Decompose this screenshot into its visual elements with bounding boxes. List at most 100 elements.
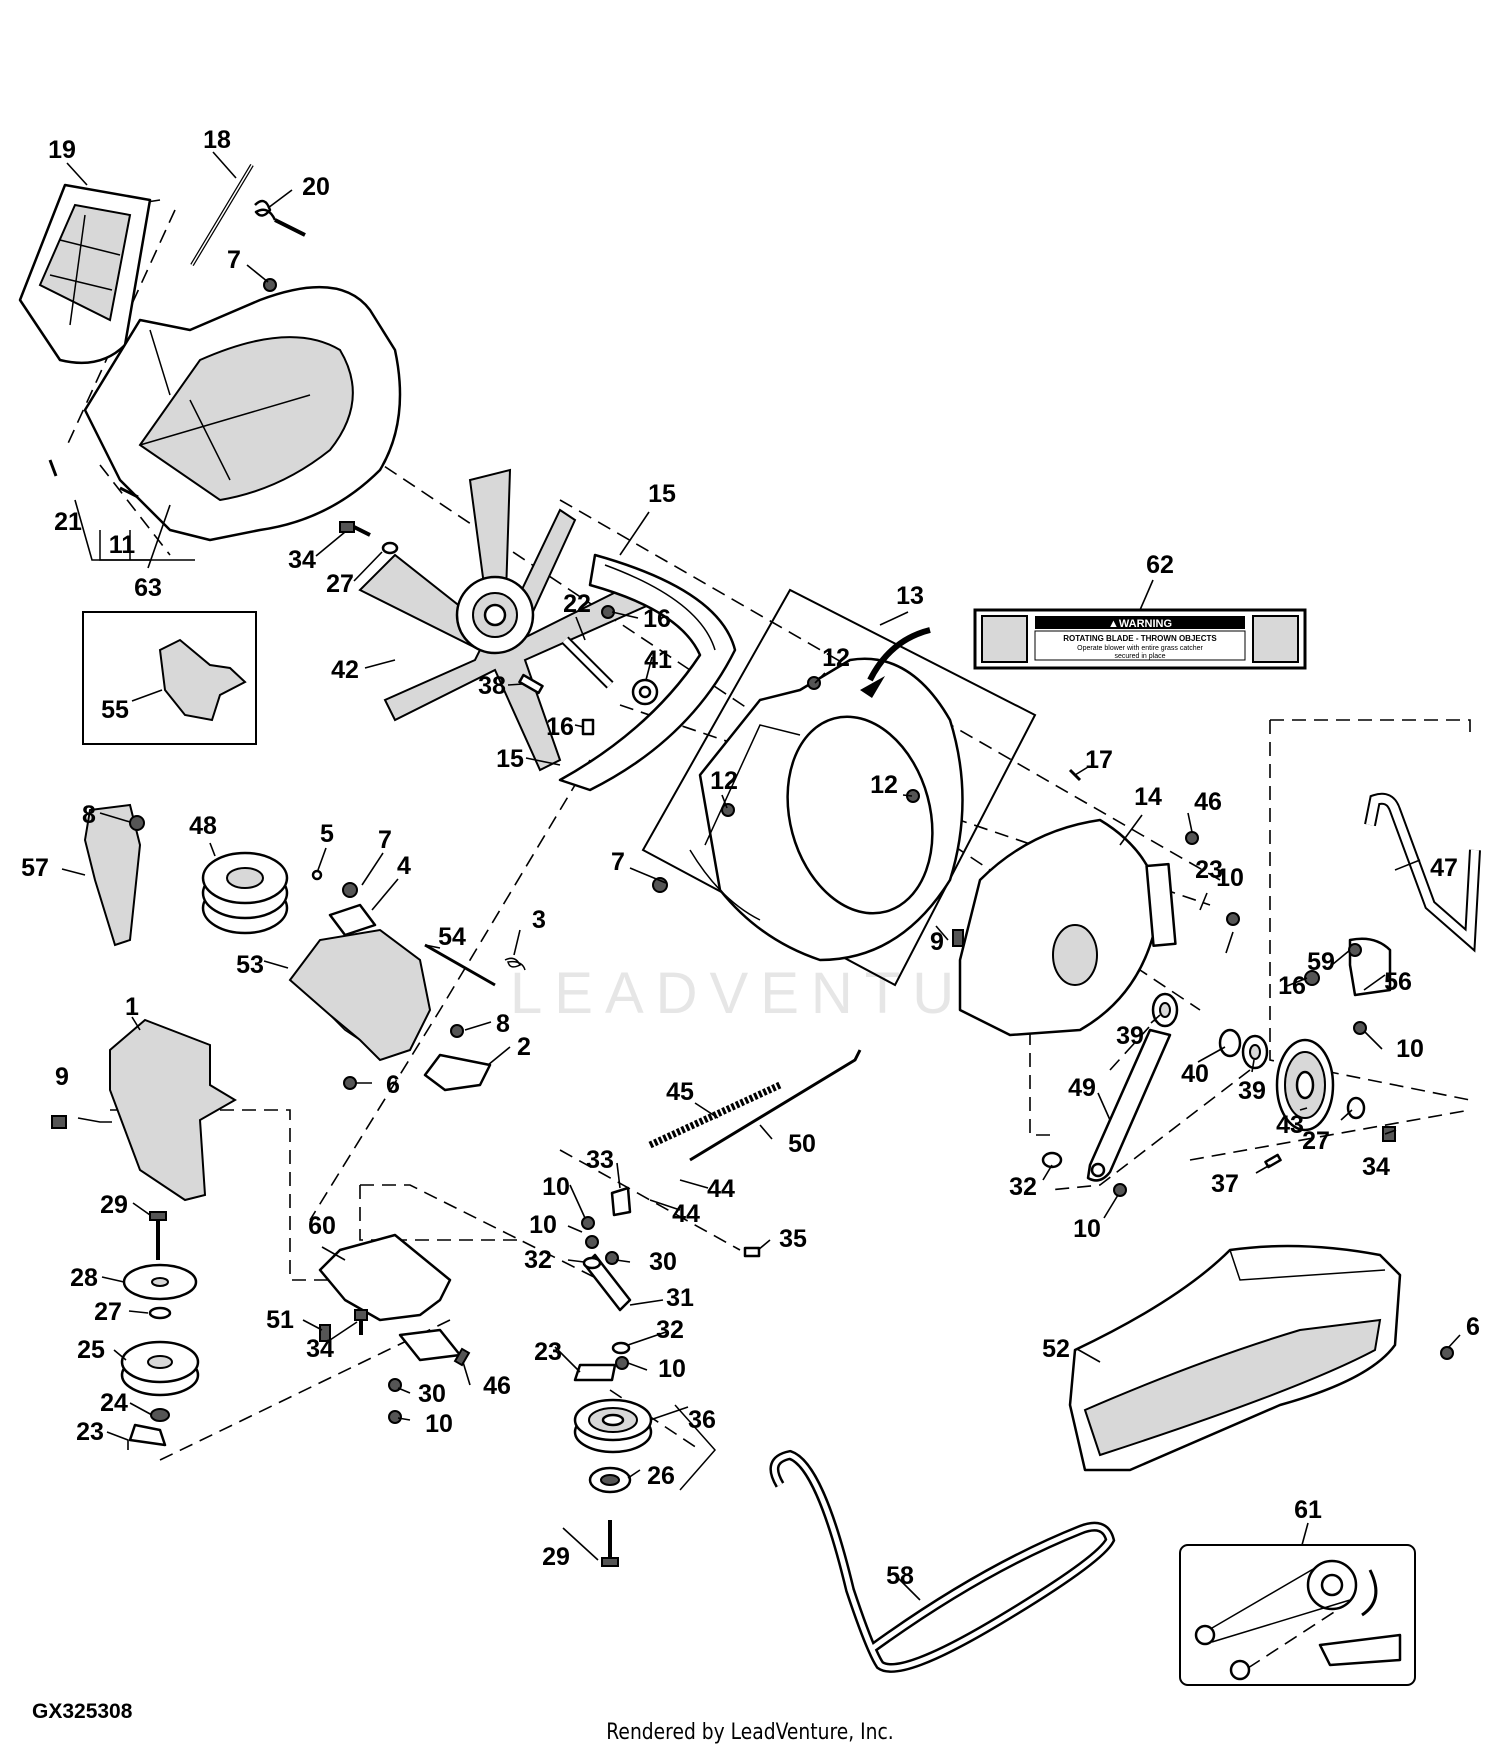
callout-52: 52	[1042, 1335, 1070, 1363]
part-22-shaft	[561, 636, 614, 689]
part-58-belt	[769, 1449, 1116, 1673]
part-40-washer	[1218, 1028, 1242, 1058]
callout-13: 13	[896, 582, 924, 610]
callout-14: 14	[1134, 783, 1162, 811]
washer-30-c	[605, 1251, 619, 1265]
part-62-warning-decal: ▲WARNING ROTATING BLADE - THROWN OBJECTS…	[973, 608, 1307, 670]
callout-16b: 16	[546, 713, 574, 741]
callout-26: 26	[647, 1462, 675, 1490]
part-15-band	[558, 553, 737, 792]
part-43-pulley	[1275, 1038, 1335, 1132]
callout-58: 58	[886, 1562, 914, 1590]
drawing-id: GX325308	[32, 1700, 133, 1723]
part-63-upper-housing	[83, 285, 402, 542]
callout-59: 59	[1307, 948, 1335, 976]
callout-10f: 10	[658, 1355, 686, 1383]
part-23-bracket-left	[128, 1423, 167, 1447]
bolt-51	[319, 1324, 331, 1342]
callout-48: 48	[189, 812, 217, 840]
pin-21	[48, 459, 58, 477]
bolt-34-top	[339, 521, 371, 537]
callout-32: 32	[1009, 1173, 1037, 1201]
nut-10-low	[388, 1410, 402, 1424]
callout-31: 31	[666, 1284, 694, 1312]
warning-line2: Operate blower with entire grass catcher	[1077, 645, 1203, 652]
bolt-35	[743, 1246, 761, 1258]
callout-45: 45	[666, 1078, 694, 1106]
nut-10-c2	[585, 1235, 599, 1249]
callout-16c: 16	[1278, 972, 1306, 1000]
callout-42: 42	[331, 656, 359, 684]
callout-53: 53	[236, 951, 264, 979]
callout-43: 43	[1276, 1111, 1304, 1139]
callout-57: 57	[21, 854, 49, 882]
callout-32c: 32	[656, 1316, 684, 1344]
callout-10c: 10	[1073, 1215, 1101, 1243]
callout-9b: 9	[55, 1063, 69, 1091]
callout-23c: 23	[534, 1338, 562, 1366]
bolt-29-low	[601, 1520, 619, 1567]
callout-34: 34	[288, 546, 316, 574]
callout-37: 37	[1211, 1170, 1239, 1198]
callout-10d: 10	[542, 1173, 570, 1201]
part-14-side-plate	[958, 818, 1177, 1037]
washer-32-c2	[611, 1341, 631, 1355]
part-20-spring	[254, 199, 306, 237]
callout-11: 11	[109, 531, 136, 559]
part-36-idler-pulley	[573, 1398, 653, 1454]
callout-40: 40	[1181, 1060, 1209, 1088]
callout-7: 7	[227, 246, 241, 274]
part-3-spring	[504, 957, 526, 971]
credit-text: Rendered by LeadVenture, Inc.	[606, 1720, 894, 1745]
nut-6-right	[1440, 1346, 1454, 1360]
pin-5	[311, 869, 323, 881]
callout-29: 29	[100, 1191, 128, 1219]
part-48-pulley	[201, 851, 289, 935]
nut-12-b	[721, 803, 735, 817]
nut-10-right	[1226, 912, 1240, 926]
callout-21: 21	[54, 508, 82, 536]
callout-18: 18	[203, 126, 231, 154]
callout-12b: 12	[710, 767, 738, 795]
pin-11	[119, 486, 139, 499]
warning-line1: ROTATING BLADE - THROWN OBJECTS	[1063, 634, 1217, 643]
callout-10: 10	[1216, 864, 1244, 892]
leader-lines	[61, 151, 1461, 1601]
key-37	[1264, 1153, 1282, 1169]
nut-10-arm	[1113, 1183, 1127, 1197]
callout-62: 62	[1146, 551, 1174, 579]
part-52-belt-guard	[1068, 1244, 1402, 1472]
callout-35: 35	[779, 1225, 807, 1253]
callout-29b: 29	[542, 1543, 570, 1571]
part-41-washer	[631, 678, 659, 706]
bolt-9-left	[51, 1115, 67, 1129]
part-60-bracket	[318, 1233, 462, 1362]
callout-41: 41	[644, 646, 672, 674]
part-24-spacer	[150, 1408, 170, 1422]
callout-5: 5	[320, 820, 334, 848]
part-18-rod	[190, 163, 254, 267]
part-4-bracket	[328, 903, 377, 937]
callout-2: 2	[517, 1033, 531, 1061]
part-49-idler-arm	[1086, 1028, 1172, 1182]
washer-27-top	[381, 541, 399, 555]
nut-46-right	[1185, 831, 1199, 845]
callout-44a: 44	[707, 1175, 735, 1203]
callout-51: 51	[266, 1306, 294, 1334]
nut-6-left	[343, 1076, 357, 1090]
callout-46b: 46	[483, 1372, 511, 1400]
callout-27c: 27	[94, 1298, 122, 1326]
bolt-16-b	[581, 718, 595, 736]
callout-38: 38	[478, 672, 506, 700]
callout-7c: 7	[611, 848, 625, 876]
callout-4: 4	[397, 852, 411, 880]
callout-30b: 30	[418, 1380, 446, 1408]
callout-10b: 10	[1396, 1035, 1424, 1063]
bolt-9-center	[952, 929, 964, 947]
callout-54: 54	[438, 923, 466, 951]
part-39-spacer-a	[1151, 992, 1179, 1028]
part-27-washer	[148, 1306, 172, 1320]
callout-6b: 6	[1466, 1313, 1480, 1341]
part-39-spacer-b	[1241, 1034, 1269, 1070]
callout-47: 47	[1430, 854, 1458, 882]
